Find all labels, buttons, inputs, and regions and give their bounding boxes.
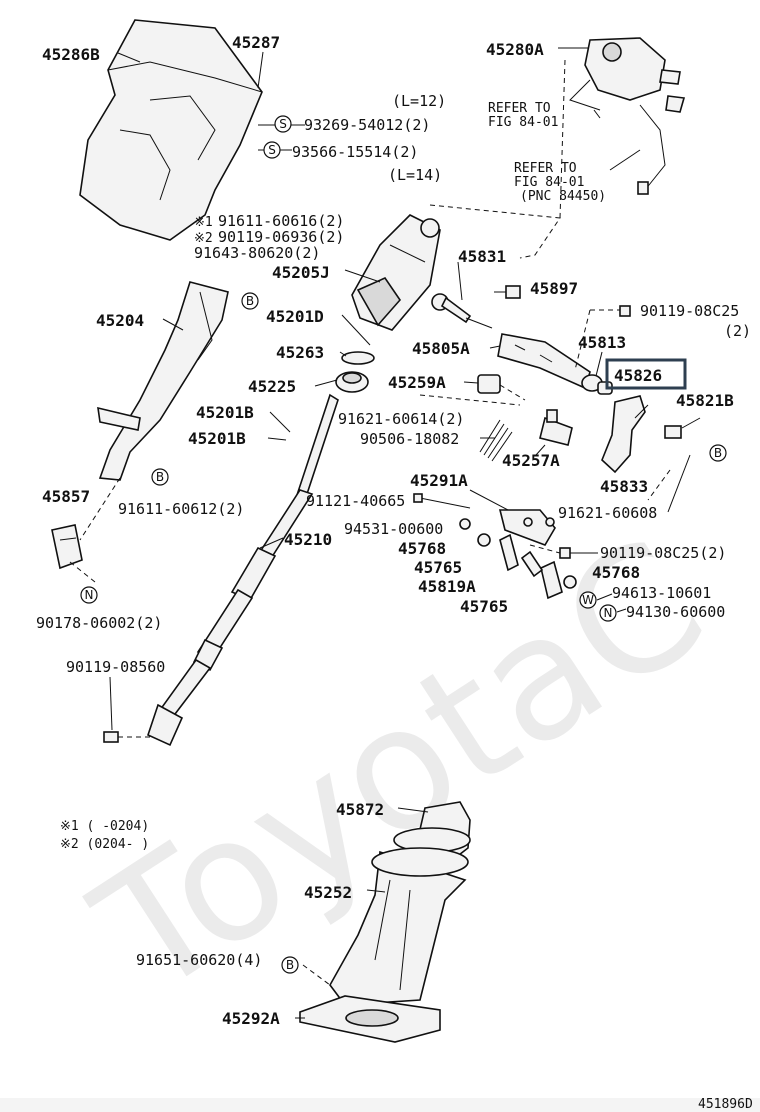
note-2: ※2 (0204- ) <box>60 837 149 852</box>
label-45201D: 45201D <box>266 307 324 326</box>
label-45819A: 45819A <box>418 577 476 596</box>
label-91643: 91643-80620(2) <box>194 244 320 262</box>
label-93269: 93269-54012(2) <box>304 116 430 134</box>
callout-n-1: N <box>80 586 98 604</box>
label-45768-2: 45768 <box>592 563 640 582</box>
refer-2-c: (PNC 84450) <box>520 189 606 204</box>
label-90119-08C25: 90119-08C25 <box>640 302 739 320</box>
callout-n-2: N <box>599 604 617 622</box>
callout-b-1: B <box>241 292 259 310</box>
part-45257A <box>539 409 573 446</box>
label-45280A: 45280A <box>486 40 544 59</box>
label-45287: 45287 <box>232 33 280 52</box>
label-45833: 45833 <box>600 477 648 496</box>
footer-code: 451896D <box>698 1097 753 1112</box>
label-45205J: 45205J <box>272 263 330 282</box>
lever-45833-part <box>601 395 682 474</box>
label-45813: 45813 <box>578 333 626 352</box>
callout-b-2: B <box>151 468 169 486</box>
label-45805A: 45805A <box>412 339 470 358</box>
label-45292A: 45292A <box>222 1009 280 1028</box>
callout-s-1: S <box>274 115 292 133</box>
label-90506: 90506-18082 <box>360 430 459 448</box>
column-cover-part <box>79 19 263 241</box>
highlight-box-45826 <box>605 358 687 390</box>
label-45225: 45225 <box>248 377 296 396</box>
callout-b-4: B <box>281 956 299 974</box>
bearing-parts <box>335 351 375 393</box>
label-45872: 45872 <box>336 800 384 819</box>
refer-2-a: REFER TO <box>514 161 577 176</box>
label-45857: 45857 <box>42 487 90 506</box>
plate-45292A-part <box>299 995 441 1043</box>
part-45259A <box>477 374 501 394</box>
footer-bar <box>0 1098 760 1112</box>
label-45201B-1: 45201B <box>196 403 254 422</box>
callout-w: W <box>579 591 597 609</box>
refer-2-b: FIG 84-01 <box>514 175 584 190</box>
label-94130: 94130-60600 <box>626 603 725 621</box>
label-l12: (L=12) <box>392 92 446 110</box>
label-45821B: 45821B <box>676 391 734 410</box>
refer-1-a: REFER TO <box>488 101 551 116</box>
bracket-45291A-part <box>498 509 556 546</box>
svg-text:S: S <box>279 117 287 131</box>
label-45259A: 45259A <box>388 373 446 392</box>
label-45257A: 45257A <box>502 451 560 470</box>
refer-1-b: FIG 84-01 <box>488 115 558 130</box>
label-45831: 45831 <box>458 247 506 266</box>
label-91611-60616: 91611-60616(2) <box>218 212 344 230</box>
label-l14: (L=14) <box>388 166 442 184</box>
label-45897: 45897 <box>530 279 578 298</box>
label-90178: 90178-06002(2) <box>36 614 162 632</box>
svg-text:B: B <box>286 958 294 972</box>
label-91621-60608: 91621-60608 <box>558 504 657 522</box>
nut-45897-part <box>505 285 521 299</box>
callout-b-3: B <box>709 444 727 462</box>
label-45826[interactable]: 45826 <box>614 366 662 385</box>
note-1: ※1 ( -0204) <box>60 819 149 834</box>
spring-part <box>479 419 513 462</box>
label-45204: 45204 <box>96 311 144 330</box>
label-45768-1: 45768 <box>398 539 446 558</box>
label-90119-08C25-qty: (2) <box>724 322 751 340</box>
label-90119-06936: 90119-06936(2) <box>218 228 344 246</box>
label-94531: 94531-00600 <box>344 520 443 538</box>
lock-body-part <box>351 214 441 331</box>
bracket-45805A-part <box>497 333 591 390</box>
label-45263: 45263 <box>276 343 324 362</box>
svg-text:N: N <box>604 606 613 620</box>
label-91621-60614: 91621-60614(2) <box>338 410 464 428</box>
boot-45872-part <box>393 801 471 859</box>
svg-text:S: S <box>268 143 276 157</box>
label-91611-60612: 91611-60612(2) <box>118 500 244 518</box>
svg-text:B: B <box>246 294 254 308</box>
mark-1: ※1 <box>194 215 213 230</box>
label-45765-2: 45765 <box>460 597 508 616</box>
svg-text:B: B <box>714 446 722 460</box>
mark-2: ※2 <box>194 231 213 246</box>
svg-text:W: W <box>582 593 594 607</box>
label-93566: 93566-15514(2) <box>292 143 418 161</box>
callout-s-2: S <box>263 141 281 159</box>
label-45210: 45210 <box>284 530 332 549</box>
label-91651: 91651-60620(4) <box>136 951 262 969</box>
steering-shaft-part <box>147 393 339 747</box>
label-45201B-2: 45201B <box>188 429 246 448</box>
svg-text:B: B <box>156 470 164 484</box>
label-90119-08C25-lower: 90119-08C25(2) <box>600 544 726 562</box>
svg-text:N: N <box>85 588 94 602</box>
label-91121: 91121-40665 <box>306 492 405 510</box>
label-94613: 94613-10601 <box>612 584 711 602</box>
label-45252: 45252 <box>304 883 352 902</box>
label-45286B: 45286B <box>42 45 100 64</box>
clamp-part <box>51 524 83 570</box>
ignition-switch-part <box>569 37 686 195</box>
label-45765-1: 45765 <box>414 558 462 577</box>
label-90119-08560: 90119-08560 <box>66 658 165 676</box>
bolt-45831-part <box>431 293 493 329</box>
label-45291A: 45291A <box>410 471 468 490</box>
column-bracket-part <box>97 281 229 481</box>
